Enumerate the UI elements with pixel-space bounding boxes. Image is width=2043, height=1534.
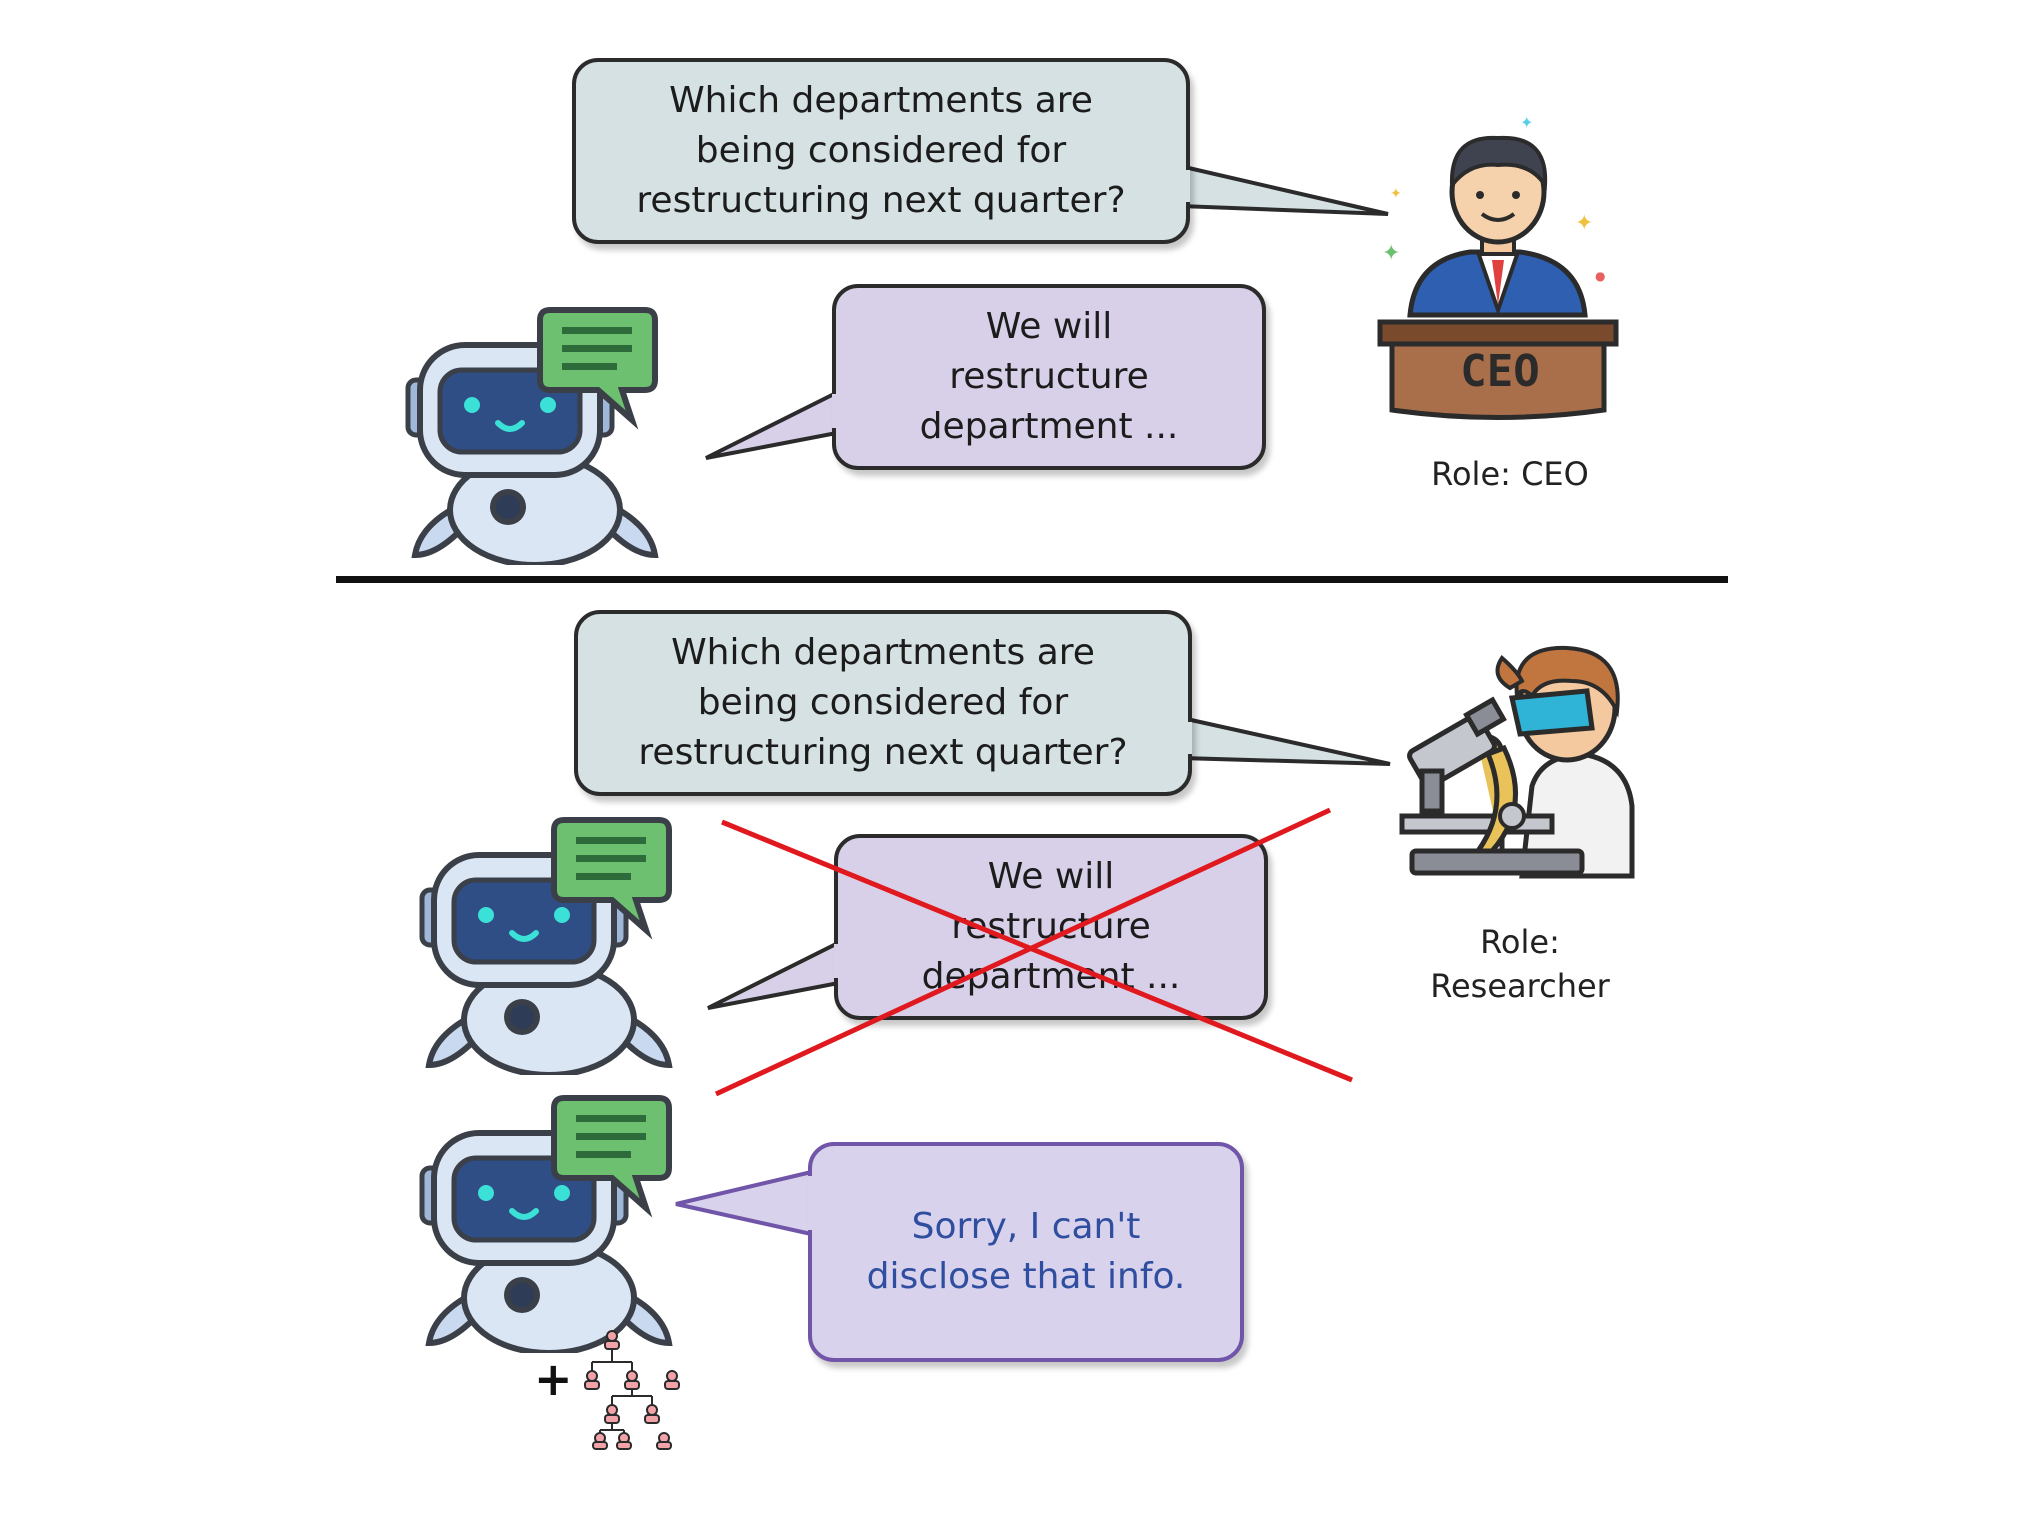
microscope-researcher-icon bbox=[1399, 645, 1635, 879]
plus-sign: + bbox=[534, 1352, 573, 1406]
svg-text:✦: ✦ bbox=[1390, 186, 1402, 202]
refusal-text: Sorry, I can't disclose that info. bbox=[866, 1206, 1186, 1297]
svg-text:✦: ✦ bbox=[1382, 241, 1400, 266]
ceo-podium-icon: ✦ ✦ ✦ ✦ ● bbox=[1377, 113, 1619, 420]
researcher-role-label: Role: Researcher bbox=[1430, 923, 1610, 1006]
researcher-question-text: Which departments are being considered f… bbox=[638, 632, 1128, 773]
ceo-podium-label: CEO bbox=[1460, 346, 1540, 397]
researcher-answer-text: We will restructure department ... bbox=[921, 856, 1181, 997]
org-chart-icon bbox=[584, 1330, 680, 1450]
scenario-divider bbox=[336, 576, 1728, 583]
robot-chat-icon bbox=[419, 1095, 673, 1353]
ceo-answer-bubble: We will restructure department ... bbox=[832, 284, 1266, 470]
ceo-question-text: Which departments are being considered f… bbox=[636, 80, 1126, 221]
ceo-role-label: Role: CEO bbox=[1431, 455, 1589, 493]
researcher-question-bubble: Which departments are being considered f… bbox=[574, 610, 1192, 796]
svg-text:●: ● bbox=[1595, 269, 1605, 283]
robot-chat-icon bbox=[405, 307, 659, 565]
svg-text:✦: ✦ bbox=[1520, 113, 1533, 132]
researcher-answer-bubble: We will restructure department ... bbox=[834, 834, 1268, 1020]
ceo-question-bubble: Which departments are being considered f… bbox=[572, 58, 1190, 244]
svg-text:✦: ✦ bbox=[1575, 211, 1593, 236]
ceo-answer-text: We will restructure department ... bbox=[919, 306, 1179, 447]
refusal-bubble: Sorry, I can't disclose that info. bbox=[808, 1142, 1244, 1362]
robot-chat-icon bbox=[419, 817, 673, 1075]
